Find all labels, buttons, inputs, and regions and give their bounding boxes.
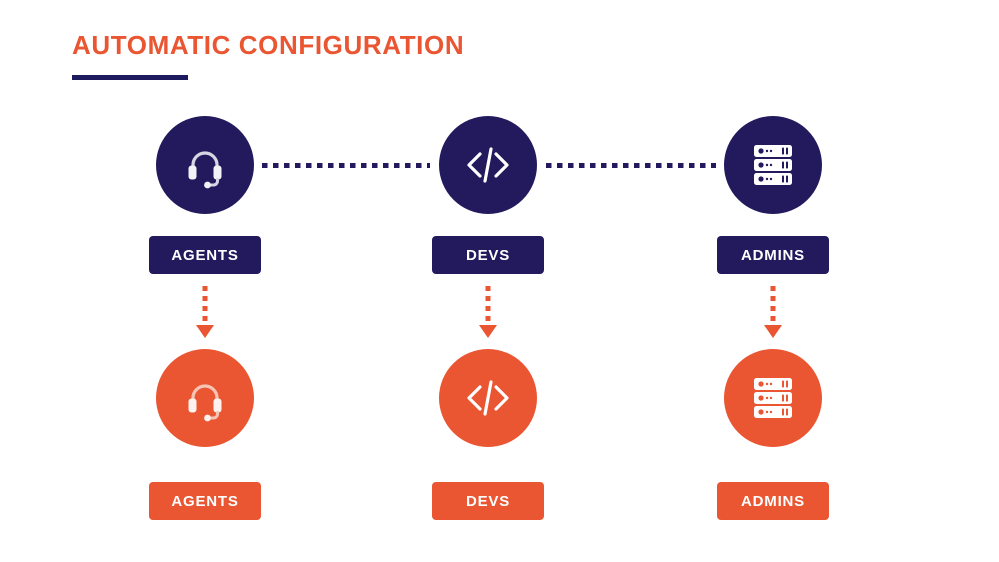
- server-icon: [750, 142, 796, 188]
- devs-down-arrow: [479, 286, 497, 338]
- arrow-dots: [770, 286, 776, 326]
- arrow-dots: [202, 286, 208, 326]
- headset-icon: [181, 374, 229, 422]
- column-admins: ADMINS: [653, 0, 893, 562]
- chip-agents-top[interactable]: AGENTS: [149, 236, 261, 274]
- column-devs: DEVS DEVS: [368, 0, 608, 562]
- admins-down-arrow: [764, 286, 782, 338]
- arrow-head: [196, 325, 214, 338]
- node-circle-devs-bottom[interactable]: [439, 349, 537, 447]
- column-agents: AGENTS AGENTS: [85, 0, 325, 562]
- agents-down-arrow: [196, 286, 214, 338]
- chip-admins-bottom[interactable]: ADMINS: [717, 482, 829, 520]
- arrow-head: [479, 325, 497, 338]
- chip-admins-top[interactable]: ADMINS: [717, 236, 829, 274]
- page-title: AUTOMATIC CONFIGURATION: [72, 30, 465, 60]
- chip-devs-bottom[interactable]: DEVS: [432, 482, 544, 520]
- node-circle-agents-bottom[interactable]: [156, 349, 254, 447]
- node-circle-admins-bottom[interactable]: [724, 349, 822, 447]
- connector-devs-to-admins: [546, 163, 716, 168]
- arrow-dots: [485, 286, 491, 326]
- chip-devs-top[interactable]: DEVS: [432, 236, 544, 274]
- code-icon: [463, 140, 513, 190]
- title-underline: [72, 75, 188, 80]
- title-block: AUTOMATIC CONFIGURATION: [72, 30, 464, 80]
- connector-agents-to-devs: [262, 163, 430, 168]
- chip-agents-bottom[interactable]: AGENTS: [149, 482, 261, 520]
- code-icon: [463, 373, 513, 423]
- node-circle-devs-top[interactable]: [439, 116, 537, 214]
- headset-icon: [181, 141, 229, 189]
- arrow-head: [764, 325, 782, 338]
- server-icon: [750, 375, 796, 421]
- node-circle-agents-top[interactable]: [156, 116, 254, 214]
- node-circle-admins-top[interactable]: [724, 116, 822, 214]
